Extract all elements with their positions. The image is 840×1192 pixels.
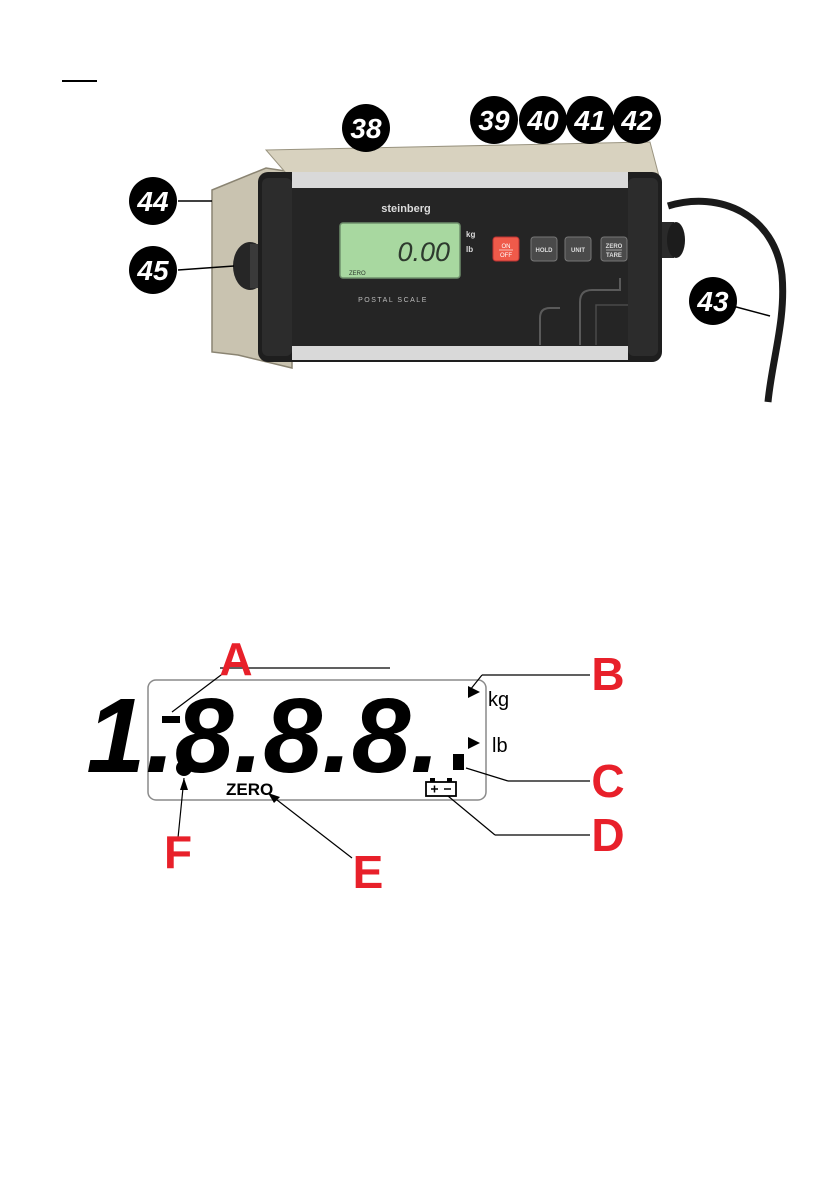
svg-text:TARE: TARE [606,253,622,259]
svg-text:45: 45 [136,255,169,286]
label-c: C [591,755,624,807]
label-d: D [591,809,624,861]
brand-logo: steinberg [381,203,431,215]
callout-39: 39 [470,96,518,144]
callout-44: 44 [129,177,177,225]
svg-text:43: 43 [696,286,729,317]
callout-43: 43 [689,277,737,325]
callout-41: 41 [566,96,614,144]
svg-text:UNIT: UNIT [571,248,585,254]
stability-dot [176,760,192,776]
lcd-unit-lb: lb [492,735,508,757]
svg-text:38: 38 [350,113,382,144]
label-e: E [353,846,384,898]
callout-38: 38 [342,104,390,152]
svg-text:44: 44 [136,186,169,217]
unit-kg-label: kg [466,230,475,239]
svg-text:ZERO: ZERO [349,271,366,277]
label-f: F [164,826,192,878]
lcd-unit-kg: kg [488,689,509,711]
lcd-digits: 1.8.8.8. [86,677,440,795]
on-off-button-39[interactable]: ON OFF [493,237,519,261]
zero-tare-button-42[interactable]: ZERO TARE [601,237,627,261]
callout-40: 40 [519,96,567,144]
stable-indicator [453,754,464,770]
svg-text:42: 42 [620,105,653,136]
label-b: B [591,648,624,700]
svg-text:39: 39 [478,105,510,136]
postal-scale-tag: POSTAL SCALE [358,297,428,304]
hold-button-40[interactable]: HOLD [531,237,557,261]
svg-text:40: 40 [526,105,559,136]
svg-text:ZERO: ZERO [606,244,623,250]
lcd-reading: 0.00 [397,237,450,267]
zero-indicator: ZERO [226,780,273,799]
lcd-symbol-diagram: 1.8.8.8. kg lb ZERO [86,633,624,898]
svg-text:ON: ON [502,244,511,250]
callout-45: 45 [129,246,177,294]
svg-text:41: 41 [573,105,605,136]
label-a: A [219,633,252,685]
unit-button-41[interactable]: UNIT [565,237,591,261]
unit-lb-label: lb [466,245,473,254]
callout-42: 42 [613,96,661,144]
svg-text:OFF: OFF [500,253,512,259]
svg-text:HOLD: HOLD [536,248,554,254]
scale-indicator-photo: steinberg 0.00 ZERO kg lb POSTAL SCALE O… [129,96,783,402]
